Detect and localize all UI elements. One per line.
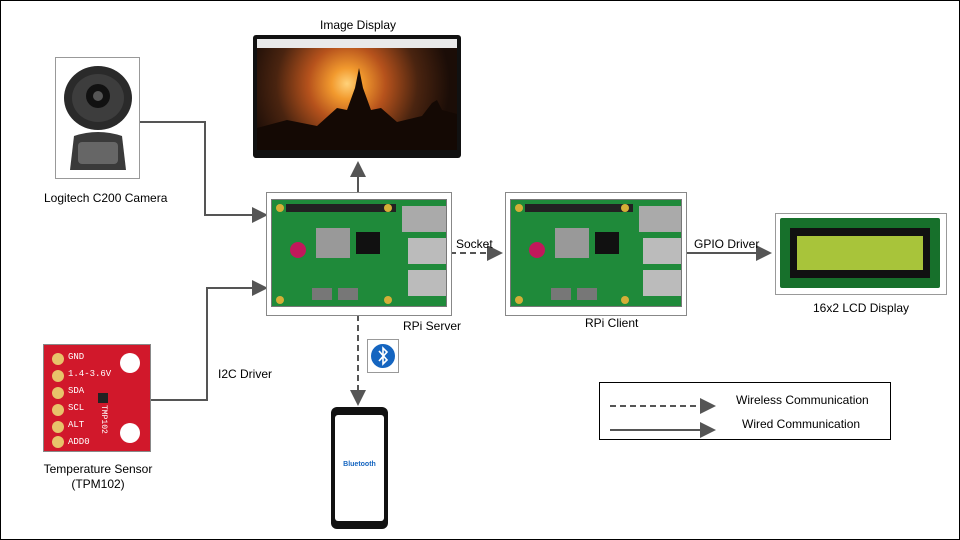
rpi-server-components (276, 204, 446, 304)
pin-label-add0: ADD0 (68, 437, 90, 447)
pin-label-alt: ALT (68, 420, 85, 430)
i2c-driver-label: I2C Driver (218, 367, 273, 381)
socket-label: Socket (456, 237, 493, 251)
rpi-client-board (505, 192, 687, 316)
lcd-screen (797, 236, 923, 270)
temperature-sensor-board: GND 1.4-3.6V SDA SCL ALT ADD0 TMP102 (43, 344, 151, 452)
rpi-server-label: RPi Server (403, 319, 462, 333)
temple-silhouette (257, 68, 457, 150)
bluetooth-icon (371, 344, 395, 368)
rpi-server-board (266, 192, 452, 316)
legend-box (599, 382, 891, 440)
bluetooth-badge (367, 339, 399, 373)
legend-wired-label: Wired Communication (742, 417, 861, 431)
sensor-components (52, 353, 140, 448)
smartphone-image: Bluetooth (331, 407, 388, 529)
camera-to-server-wire (138, 121, 268, 223)
camera-label: Logitech C200 Camera (44, 191, 168, 205)
sensor-label-line2: (TPM102) (71, 477, 125, 491)
sensor-chip-label: TMP102 (99, 405, 108, 434)
image-display-monitor (253, 35, 461, 158)
pin-label-vcc: 1.4-3.6V (68, 369, 112, 379)
webcam-image (55, 57, 140, 179)
pin-label-gnd: GND (68, 352, 85, 362)
sensor-to-server-wire (151, 280, 268, 401)
lcd-label: 16x2 LCD Display (813, 301, 910, 315)
rpi-client-components (515, 204, 681, 304)
sensor-label-line1: Temperature Sensor (43, 462, 153, 476)
gpio-driver-label: GPIO Driver (694, 237, 760, 251)
sunset-wallpaper (257, 48, 457, 150)
rpi-client-label: RPi Client (585, 316, 639, 330)
webcam-icon (64, 66, 132, 170)
desktop-taskbar (257, 39, 457, 48)
phone-bluetooth-text: Bluetooth (343, 461, 376, 468)
pin-label-sda: SDA (68, 386, 85, 396)
lcd-display-image (775, 213, 947, 295)
sensor-label: Temperature Sensor (TPM102) (38, 462, 158, 492)
legend-wireless-label: Wireless Communication (736, 393, 869, 407)
image-display-label: Image Display (319, 18, 397, 32)
pin-label-scl: SCL (68, 403, 85, 413)
